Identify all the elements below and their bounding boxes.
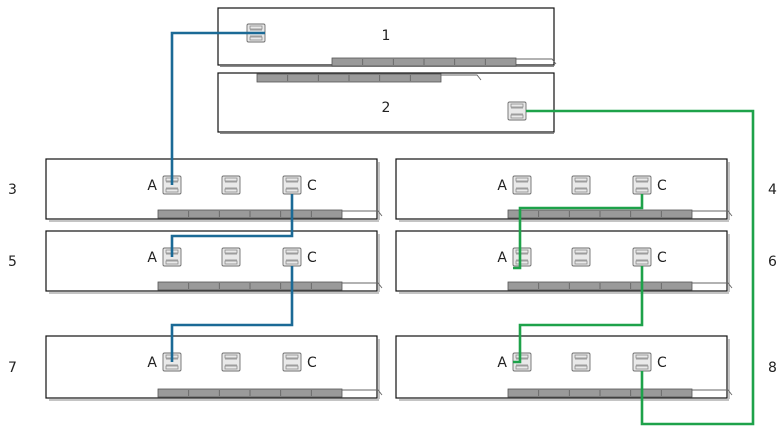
shelf-3-port-C-label: C — [307, 178, 317, 194]
controller-2: 2 — [218, 73, 554, 134]
shelf-6-number: 6 — [768, 254, 777, 270]
sas-port-icon — [633, 176, 651, 194]
shelf-7-port-A-label: A — [147, 355, 157, 371]
sas-port-icon — [633, 353, 651, 371]
sas-port-icon — [513, 176, 531, 194]
shelf-6-port-C-label: C — [657, 250, 667, 266]
sas-port-icon — [222, 248, 240, 266]
shelf-4-port-C-label: C — [657, 178, 667, 194]
shelf-3: A C 3 — [8, 159, 382, 221]
shelf-5-port-C-label: C — [307, 250, 317, 266]
shelf-4-number: 4 — [768, 182, 777, 198]
shelf-8: A C 8 — [396, 336, 777, 400]
controller-1-label: 1 — [382, 28, 391, 44]
sas-port-icon — [508, 102, 526, 120]
shelf-8-port-C-label: C — [657, 355, 667, 371]
sas-port-icon — [572, 353, 590, 371]
shelf-6: A C 6 — [396, 231, 777, 293]
controller-2-label: 2 — [382, 100, 391, 116]
sas-port-icon — [633, 248, 651, 266]
shelf-5-port-A-label: A — [147, 250, 157, 266]
shelf-3-port-A-label: A — [147, 178, 157, 194]
shelf-4-port-A-label: A — [497, 178, 507, 194]
shelf-7-number: 7 — [8, 360, 17, 376]
shelf-8-port-A-label: A — [497, 355, 507, 371]
sas-port-icon — [572, 176, 590, 194]
shelf-3-number: 3 — [8, 182, 17, 198]
sas-port-icon — [283, 176, 301, 194]
shelf-6-port-A-label: A — [497, 250, 507, 266]
sas-port-icon — [572, 248, 590, 266]
sas-port-icon — [222, 353, 240, 371]
sas-port-icon — [283, 248, 301, 266]
shelf-4: A C 4 — [396, 159, 777, 221]
shelf-5-number: 5 — [8, 254, 17, 270]
sas-port-icon — [222, 176, 240, 194]
shelf-8-number: 8 — [768, 360, 777, 376]
shelf-5: A C 5 — [8, 231, 382, 293]
shelf-7: A C 7 — [8, 336, 382, 400]
sas-port-icon — [513, 248, 531, 266]
controller-1: 1 — [218, 8, 556, 67]
sas-port-icon — [283, 353, 301, 371]
shelf-7-port-C-label: C — [307, 355, 317, 371]
